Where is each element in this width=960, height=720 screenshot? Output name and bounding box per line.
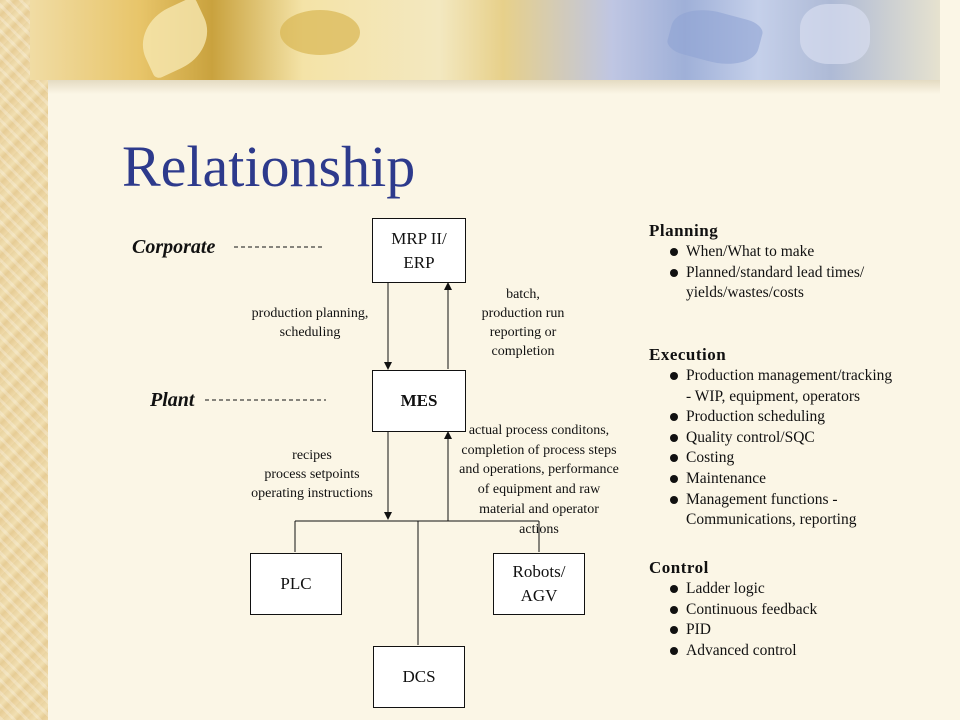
mes-box: MES bbox=[372, 370, 466, 432]
slide-title: Relationship bbox=[122, 134, 416, 199]
bullet-icon bbox=[670, 433, 678, 442]
plc-box: PLC bbox=[250, 553, 342, 615]
section-heading: Planning bbox=[649, 221, 719, 240]
bullet-icon bbox=[670, 268, 678, 277]
erp-box-line2: ERP bbox=[403, 252, 435, 272]
background-top-shadow bbox=[48, 80, 940, 94]
bullet-icon bbox=[670, 372, 678, 380]
robots-box-line2: AGV bbox=[520, 586, 558, 605]
list-item: Maintenance bbox=[649, 469, 892, 490]
bullet-icon bbox=[670, 495, 678, 504]
bullet-icon bbox=[670, 474, 678, 483]
plant-level-label: Plant bbox=[150, 389, 195, 411]
bullet-icon bbox=[670, 454, 678, 463]
control-section: Control Ladder logic Continuous feedback… bbox=[649, 557, 817, 661]
bullet-icon bbox=[670, 585, 678, 593]
planning-section: Planning When/What to make Planned/stand… bbox=[649, 220, 864, 304]
list-item: When/What to make bbox=[649, 242, 864, 263]
list-item: Management functions -Communications, re… bbox=[649, 490, 892, 531]
background-left-band bbox=[0, 0, 48, 720]
list-item: PID bbox=[649, 620, 817, 641]
corporate-level-label: Corporate bbox=[132, 236, 216, 258]
bullet-icon bbox=[670, 413, 678, 422]
bullet-icon bbox=[670, 626, 678, 635]
planning-flow-label: production planning,scheduling bbox=[251, 306, 369, 340]
section-heading: Control bbox=[649, 558, 709, 577]
erp-box: MRP II/ ERP bbox=[372, 218, 466, 283]
background-top-band bbox=[30, 0, 940, 80]
robots-agv-box: Robots/ AGV bbox=[493, 553, 585, 615]
list-item: Costing bbox=[649, 448, 892, 469]
list-item: Ladder logic bbox=[649, 579, 817, 600]
section-heading: Execution bbox=[649, 345, 727, 364]
bullet-icon bbox=[670, 605, 678, 614]
process-feedback-label: actual process conditons,completion of p… bbox=[459, 423, 619, 537]
list-item: Production management/tracking- WIP, equ… bbox=[649, 366, 892, 407]
dcs-box: DCS bbox=[373, 646, 465, 708]
erp-box-line1: MRP II/ bbox=[391, 228, 447, 248]
list-item: Planned/standard lead times/yields/waste… bbox=[649, 263, 864, 304]
list-item: Continuous feedback bbox=[649, 600, 817, 621]
bullet-icon bbox=[670, 248, 678, 256]
list-item: Advanced control bbox=[649, 641, 817, 662]
list-item: Quality control/SQC bbox=[649, 428, 892, 449]
bullet-icon bbox=[670, 646, 678, 655]
robots-box-line1: Robots/ bbox=[512, 562, 566, 581]
list-item: Production scheduling bbox=[649, 407, 892, 428]
execution-section: Execution Production management/tracking… bbox=[649, 344, 892, 531]
